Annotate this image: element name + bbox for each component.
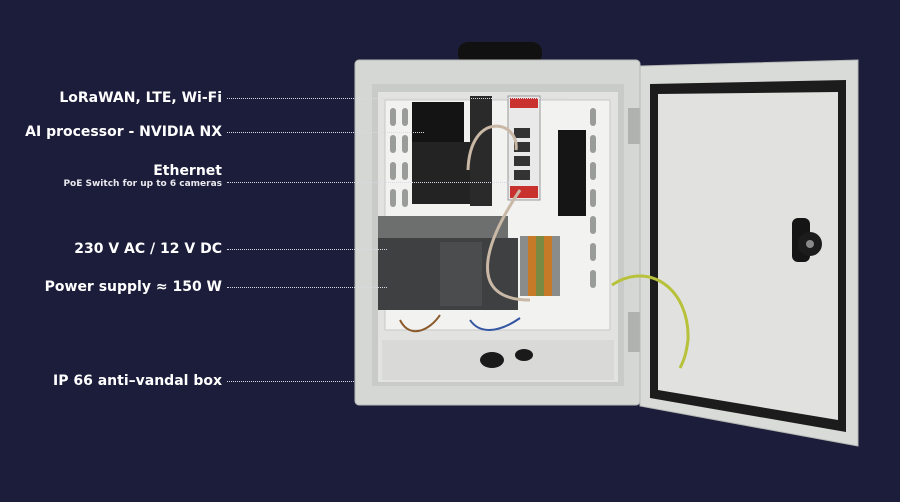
plate-slots — [390, 108, 596, 288]
label-ethernet: Ethernet PoE Switch for up to 6 cameras — [63, 163, 222, 190]
label-box: IP 66 anti–vandal box — [53, 373, 222, 389]
leader-power-supply — [227, 287, 387, 288]
leader-power-converter — [227, 249, 387, 250]
leader-ethernet — [227, 182, 517, 183]
ground-wire — [611, 274, 690, 369]
lte-modem-block — [558, 130, 586, 216]
label-ethernet-sub: PoE Switch for up to 6 cameras — [63, 179, 222, 189]
label-ai-processor: AI processor - NVIDIA NX — [25, 124, 222, 140]
antenna-puck-icon — [458, 42, 542, 64]
leader-box — [227, 381, 354, 382]
label-ethernet-text: Ethernet — [153, 163, 222, 179]
ai-processor-block — [412, 102, 464, 144]
leader-connectivity — [227, 98, 570, 99]
label-power-converter: 230 V AC / 12 V DC — [74, 241, 222, 257]
label-connectivity: LoRaWAN, LTE, Wi-Fi — [59, 90, 222, 106]
label-ai-processor-text: AI processor - NVIDIA NX — [25, 124, 222, 140]
hinge-bottom — [628, 312, 640, 352]
label-power-supply: Power supply ≈ 150 W — [45, 279, 222, 295]
label-box-text: IP 66 anti–vandal box — [53, 373, 222, 389]
din-rail — [378, 216, 508, 238]
label-power-converter-text: 230 V AC / 12 V DC — [74, 241, 222, 257]
leader-ai-processor — [227, 132, 424, 133]
label-connectivity-text: LoRaWAN, LTE, Wi-Fi — [59, 90, 222, 106]
label-power-supply-text: Power supply ≈ 150 W — [44, 279, 222, 295]
terminal-blocks — [520, 236, 560, 296]
hinge-top — [628, 108, 640, 144]
